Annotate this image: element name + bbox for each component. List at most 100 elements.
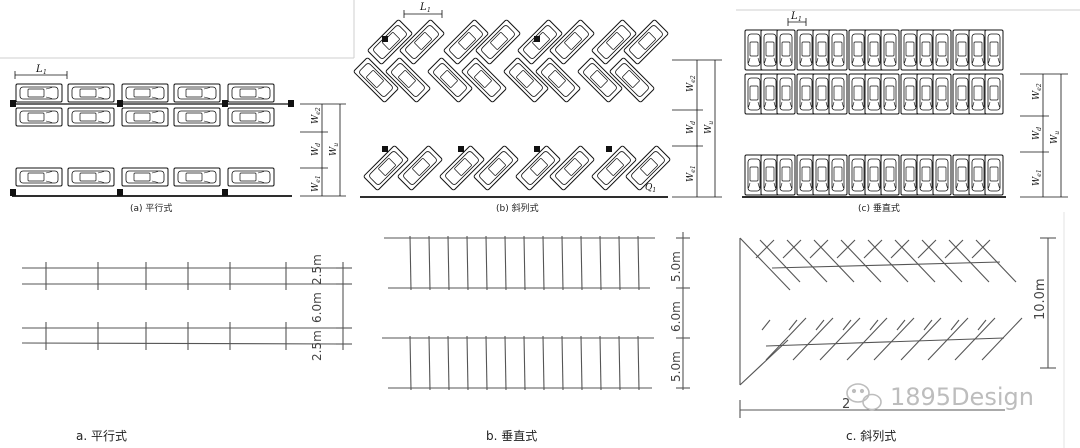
- car-symbol: [932, 73, 952, 115]
- car-symbol: [776, 29, 796, 71]
- watermark-text: 1895Design: [890, 383, 1034, 411]
- svg-text:We1: We1: [686, 165, 697, 182]
- perpendicular-parked-cars: [744, 29, 1004, 196]
- width-dimension-labels: We2 Wd Wu We1: [686, 75, 715, 182]
- car-symbol: [173, 83, 221, 103]
- car-symbol: [438, 144, 486, 192]
- svg-text:Wu: Wu: [329, 143, 340, 156]
- car-symbol: [760, 73, 780, 115]
- car-symbol: [384, 56, 432, 104]
- bottom-angled-caption: c. 斜列式: [846, 429, 896, 443]
- dim-label: 2.5m: [310, 254, 324, 285]
- car-symbol: [864, 73, 884, 115]
- bottom-perpendicular-dims: 5.0m 6.0m 5.0m: [669, 251, 683, 382]
- car-symbol: [900, 73, 920, 115]
- car-symbol: [590, 18, 638, 66]
- stall-length-sub: 1: [427, 7, 431, 14]
- stall-length-dimension: L 1: [14, 64, 68, 79]
- aisle-edge: [771, 261, 1001, 269]
- dim-label: 10.0m: [1033, 278, 1048, 320]
- angled-stall-line: [896, 319, 906, 331]
- parallel-parked-cars: [15, 83, 275, 187]
- dim-label: 6.0m: [669, 301, 683, 332]
- car-symbol: [398, 18, 446, 66]
- svg-text:Wd: Wd: [311, 143, 322, 156]
- top-angled-caption: (b) 斜列式: [496, 202, 539, 214]
- car-symbol: [916, 29, 936, 71]
- car-symbol: [796, 154, 816, 196]
- bottom-parallel-caption: a. 平行式: [76, 429, 127, 443]
- angled-parked-cars: [352, 18, 672, 192]
- svg-text:We1: We1: [1032, 169, 1043, 186]
- stall-divider: [428, 335, 431, 391]
- car-symbol: [396, 144, 444, 192]
- stall-divider: [409, 335, 412, 391]
- svg-text:We1: We1: [311, 175, 322, 192]
- car-symbol: [227, 83, 275, 103]
- aisle-edge: [765, 337, 1005, 347]
- angled-stall-line: [950, 319, 960, 331]
- bottom-parallel-dims: 2.5m 6.0m 2.5m: [310, 254, 324, 361]
- car-symbol: [67, 107, 115, 127]
- dim-label: 5.0m: [669, 351, 683, 382]
- svg-text:Wd: Wd: [1032, 127, 1043, 140]
- car-symbol: [760, 154, 780, 196]
- stall-divider: [485, 335, 488, 391]
- stall-divider: [466, 335, 469, 391]
- bottom-angled-sketch: [739, 237, 1056, 418]
- svg-text:Wd: Wd: [686, 121, 697, 134]
- top-angled-diagram: L 1 Q1 We2 Wd Wu We1 (b) 斜列式: [352, 2, 722, 214]
- stall-divider: [542, 235, 545, 291]
- stall-divider: [409, 235, 412, 291]
- car-symbol: [968, 154, 988, 196]
- stall-divider: [580, 235, 583, 291]
- angled-stall-line: [842, 319, 852, 331]
- car-symbol: [227, 167, 275, 187]
- car-symbol: [968, 73, 988, 115]
- car-symbol: [984, 154, 1004, 196]
- car-symbol: [426, 56, 474, 104]
- top-perpendicular-diagram: L 1 We2 Wd Wu We1 (c) 垂直式: [742, 11, 1068, 214]
- bottom-perpendicular-caption: b. 垂直式: [486, 429, 537, 443]
- car-symbol: [776, 73, 796, 115]
- stall-divider: [542, 335, 545, 391]
- structural-columns: [382, 36, 612, 152]
- car-symbol: [548, 18, 596, 66]
- structural-columns: [10, 100, 294, 196]
- stall-length-dimension: L 1: [787, 11, 807, 26]
- angled-stall-line: [819, 317, 861, 361]
- stall-length-sub: 1: [798, 16, 802, 23]
- car-symbol: [502, 56, 550, 104]
- dimension-lines: [676, 232, 690, 390]
- car-symbol: [776, 154, 796, 196]
- car-symbol: [984, 29, 1004, 71]
- parallel-stall-dividers: [45, 262, 287, 350]
- car-symbol: [984, 73, 1004, 115]
- wechat-icon: [846, 383, 882, 411]
- car-symbol: [848, 73, 868, 115]
- dim-label: 5.0m: [669, 251, 683, 282]
- angled-stall-lines: [755, 239, 1023, 361]
- stall-divider: [599, 335, 602, 391]
- stall-length-label: L: [790, 11, 798, 22]
- svg-text:Wu: Wu: [1050, 131, 1061, 144]
- car-symbol: [744, 73, 764, 115]
- car-symbol: [760, 29, 780, 71]
- car-symbol: [812, 154, 832, 196]
- car-symbol: [121, 83, 169, 103]
- car-symbol: [67, 167, 115, 187]
- car-symbol: [952, 73, 972, 115]
- car-symbol: [67, 83, 115, 103]
- angled-stall-line: [782, 239, 802, 259]
- angled-stall-line: [809, 239, 829, 259]
- stall-divider: [504, 235, 507, 291]
- car-symbol: [622, 18, 670, 66]
- car-symbol: [173, 167, 221, 187]
- car-symbol: [590, 144, 638, 192]
- angled-stall-line: [869, 319, 879, 331]
- car-symbol: [744, 154, 764, 196]
- watermark: 1895Design: [846, 383, 1034, 411]
- svg-text:We2: We2: [686, 75, 697, 92]
- car-symbol: [828, 154, 848, 196]
